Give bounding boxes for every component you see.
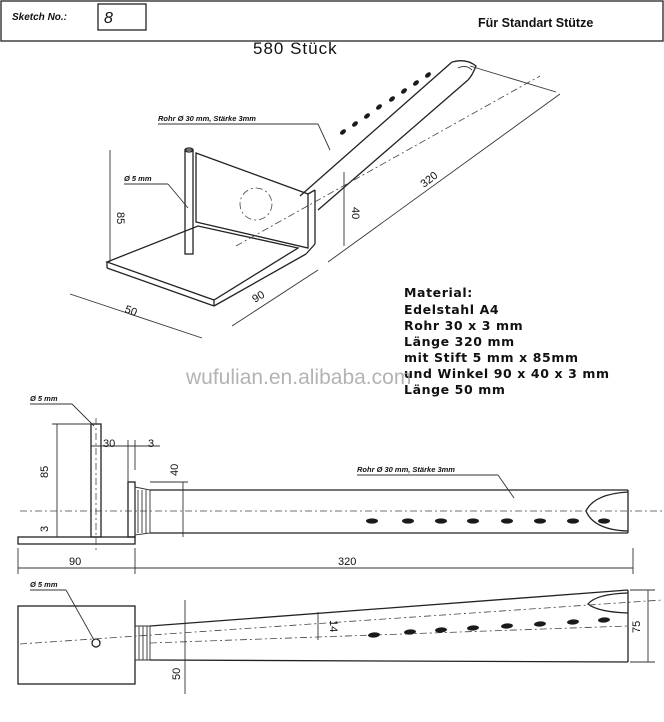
pin — [184, 149, 194, 255]
material-line-4: mit Stift 5 mm x 85mm — [404, 350, 579, 365]
side-vertical-plate — [127, 481, 136, 538]
top-tube-lower — [149, 659, 629, 663]
material-line-6: Länge 50 mm — [404, 382, 505, 397]
top-dim-small: 14 — [327, 620, 339, 632]
iso-tube-note: Rohr Ø 30 mm, Stärke 3mm — [158, 114, 256, 123]
top-angle-plate — [17, 605, 136, 685]
material-line-3: Länge 320 mm — [404, 334, 515, 349]
top-view: Ø 5 mm 14 75 50 — [17, 580, 663, 694]
iso-dim-height: 85 — [114, 212, 126, 224]
iso-dim-angle-width: 90 — [250, 289, 267, 306]
tube-upper-edge — [299, 61, 453, 197]
material-line-2: Rohr 30 x 3 mm — [404, 318, 523, 333]
side-dim-base-thickness: 3 — [39, 526, 51, 532]
side-tube-holes — [366, 518, 610, 524]
side-dim-width: 90 — [69, 556, 81, 568]
side-pin-note: Ø 5 mm — [30, 394, 58, 403]
iso-dim-plate-side: 40 — [349, 207, 361, 219]
watermark: wufulian.en.alibaba.com — [185, 366, 411, 389]
header: Sketch No.: 8 Für Standart Stütze — [0, 0, 664, 42]
angle-base-plate — [105, 225, 300, 301]
top-dim-depth: 50 — [171, 668, 183, 680]
isometric-view: Rohr Ø 30 mm, Stärke 3mm Ø 5 mm 320 85 4… — [69, 60, 561, 339]
iso-dim-angle-depth: 50 — [123, 304, 139, 319]
tube-lower-edge — [317, 79, 469, 211]
side-dim-gap: 30 — [103, 438, 115, 450]
sketch-label: Sketch No.: — [12, 12, 67, 23]
quantity-title: 580 Stück — [253, 39, 338, 58]
side-view: Ø 5 mm 85 3 30 3 40 90 320 Rohr Ø 30 mm,… — [17, 394, 662, 574]
top-tube-cut — [587, 592, 629, 614]
material-line-1: Edelstahl A4 — [404, 302, 499, 317]
top-pin-note: Ø 5 mm — [30, 580, 58, 589]
side-base-plate — [17, 536, 136, 545]
side-tube-note: Rohr Ø 30 mm, Stärke 3mm — [357, 465, 455, 474]
material-heading: Material: — [404, 285, 473, 300]
tube-cut-end — [451, 60, 477, 81]
header-frame — [0, 0, 664, 42]
side-dim-plate-height: 40 — [169, 464, 181, 476]
iso-tube-holes — [340, 72, 431, 135]
side-dim-thickness: 3 — [148, 438, 154, 450]
sketch-number-box — [97, 3, 147, 31]
header-title: Für Standart Stütze — [478, 16, 593, 30]
side-dim-height: 85 — [39, 466, 51, 478]
material-block: Material: Edelstahl A4 Rohr 30 x 3 mm Lä… — [404, 285, 610, 397]
top-tube-holes — [368, 617, 610, 638]
plate-hole-hidden — [239, 187, 273, 221]
iso-dim-length: 320 — [418, 170, 440, 191]
top-tube-upper — [149, 589, 629, 627]
side-tube-cut — [585, 491, 629, 532]
side-dim-length: 320 — [338, 556, 356, 568]
top-pin — [91, 638, 101, 648]
angle-vertical-plate — [195, 152, 309, 249]
material-line-5: und Winkel 90 x 40 x 3 mm — [404, 366, 610, 381]
sketch-number: 8 — [104, 10, 113, 27]
iso-pin-note: Ø 5 mm — [124, 174, 152, 183]
top-dim-end: 75 — [631, 621, 643, 633]
